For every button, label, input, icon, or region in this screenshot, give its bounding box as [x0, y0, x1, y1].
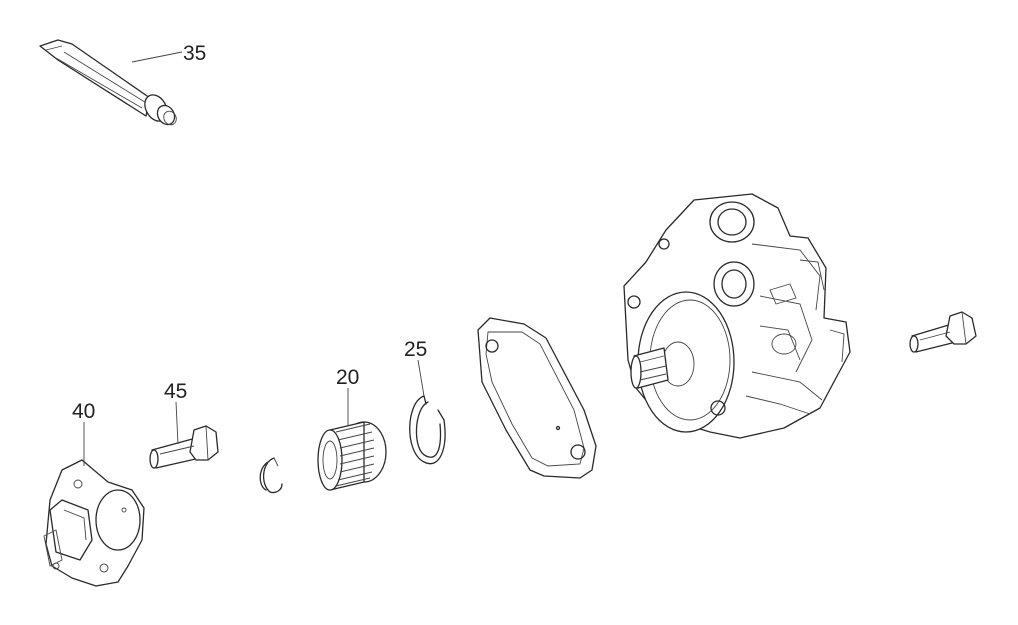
part-small-clip[interactable]	[259, 457, 283, 494]
leader-line-45	[175, 401, 179, 445]
leader-line-25	[417, 359, 425, 397]
leader-line-35	[131, 51, 183, 63]
part-bolt-right[interactable]	[909, 311, 977, 353]
part-45-bolt[interactable]	[149, 425, 219, 469]
callout-40: 40	[72, 400, 95, 423]
part-20-needle-bearing[interactable]	[317, 421, 387, 491]
part-gasket[interactable]	[477, 317, 597, 479]
part-35-sealant-tube[interactable]	[39, 39, 179, 128]
part-pump-housing[interactable]	[623, 193, 851, 439]
part-25-snap-ring[interactable]	[409, 395, 446, 465]
callout-20: 20	[336, 366, 359, 389]
part-40-cover-flange[interactable]	[43, 459, 145, 587]
callout-25: 25	[404, 338, 427, 361]
callout-45: 45	[164, 380, 187, 403]
callout-35: 35	[183, 42, 206, 65]
